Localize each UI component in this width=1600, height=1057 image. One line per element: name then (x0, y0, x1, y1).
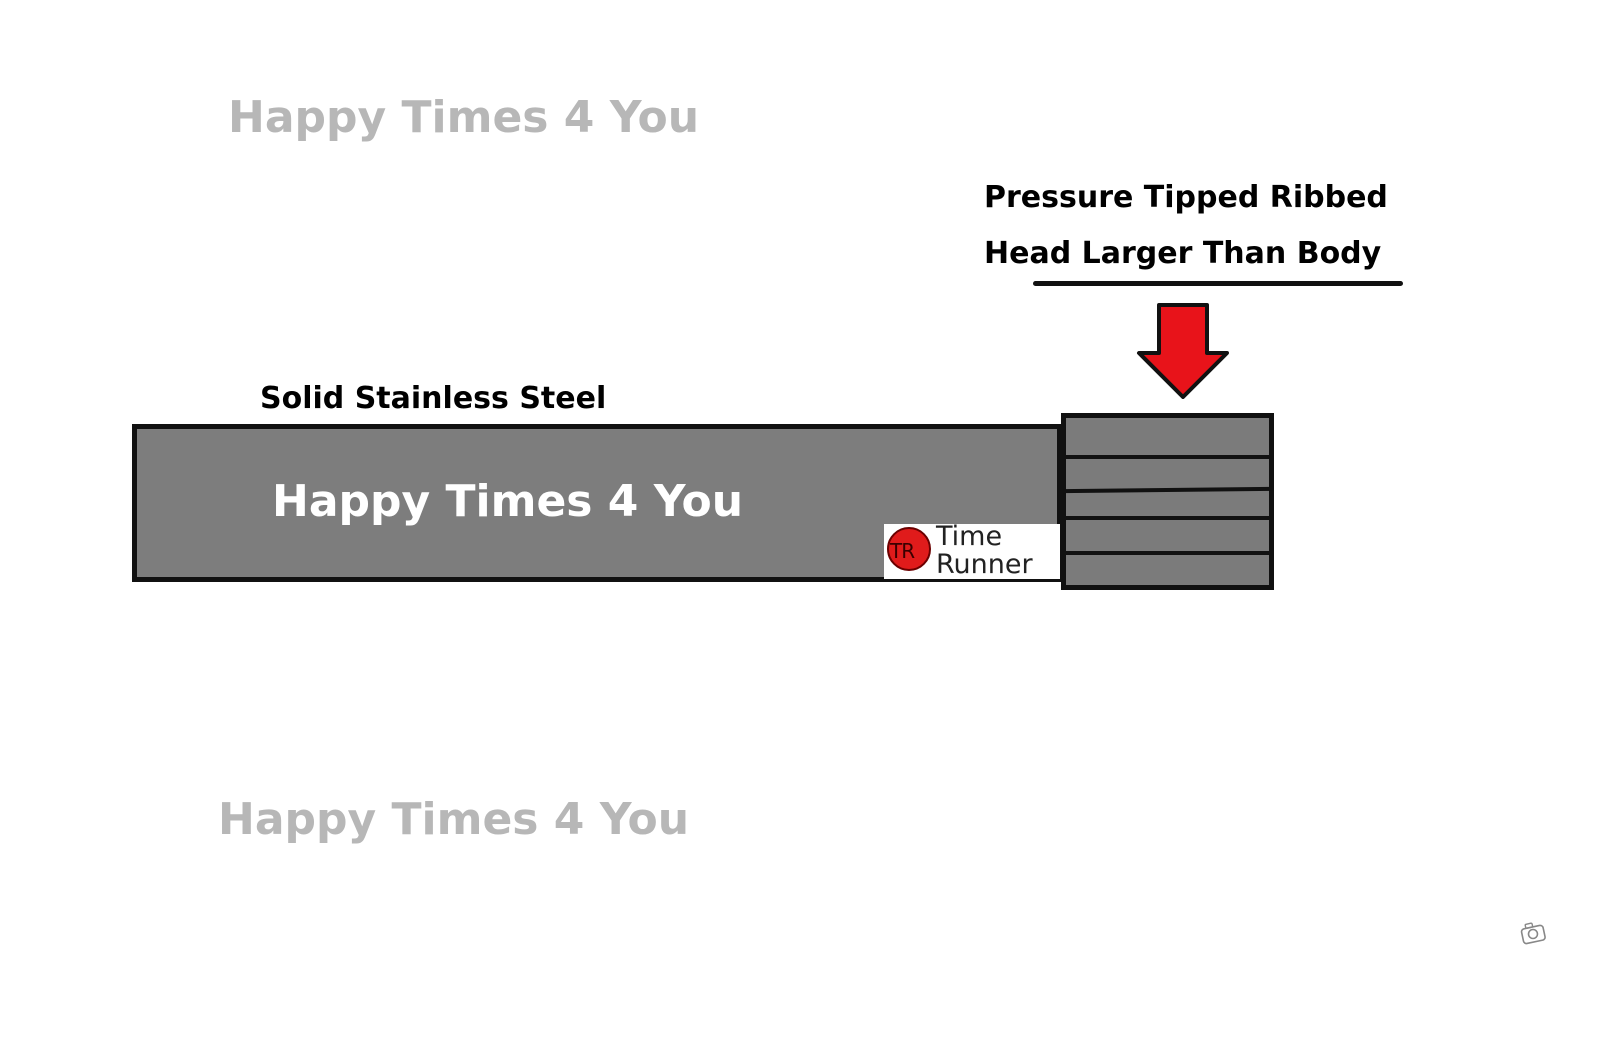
shaft-body (132, 424, 1062, 582)
watermark-top: Happy Times 4 You (228, 92, 700, 143)
head-label-underline (1033, 281, 1403, 286)
camera-icon (1520, 922, 1546, 945)
head-label-line-1: Pressure Tipped Ribbed (984, 180, 1388, 215)
logo-initials: TR (890, 539, 915, 563)
time-runner-logo: TR Time Runner (884, 521, 1060, 580)
head-label-line-2: Head Larger Than Body (984, 236, 1382, 271)
head-rib (1063, 455, 1273, 459)
down-arrow-icon (1137, 303, 1229, 399)
steel-label: Solid Stainless Steel (260, 381, 607, 416)
watermark-bottom: Happy Times 4 You (218, 794, 690, 845)
ribbed-head (1061, 413, 1274, 590)
head-rib (1063, 551, 1273, 555)
logo-text-line-2: Runner (936, 549, 1033, 580)
shaft-watermark: Happy Times 4 You (272, 476, 744, 527)
logo-text-line-1: Time (936, 521, 1003, 552)
logo-circle-icon (887, 527, 931, 571)
head-rib (1063, 516, 1273, 520)
